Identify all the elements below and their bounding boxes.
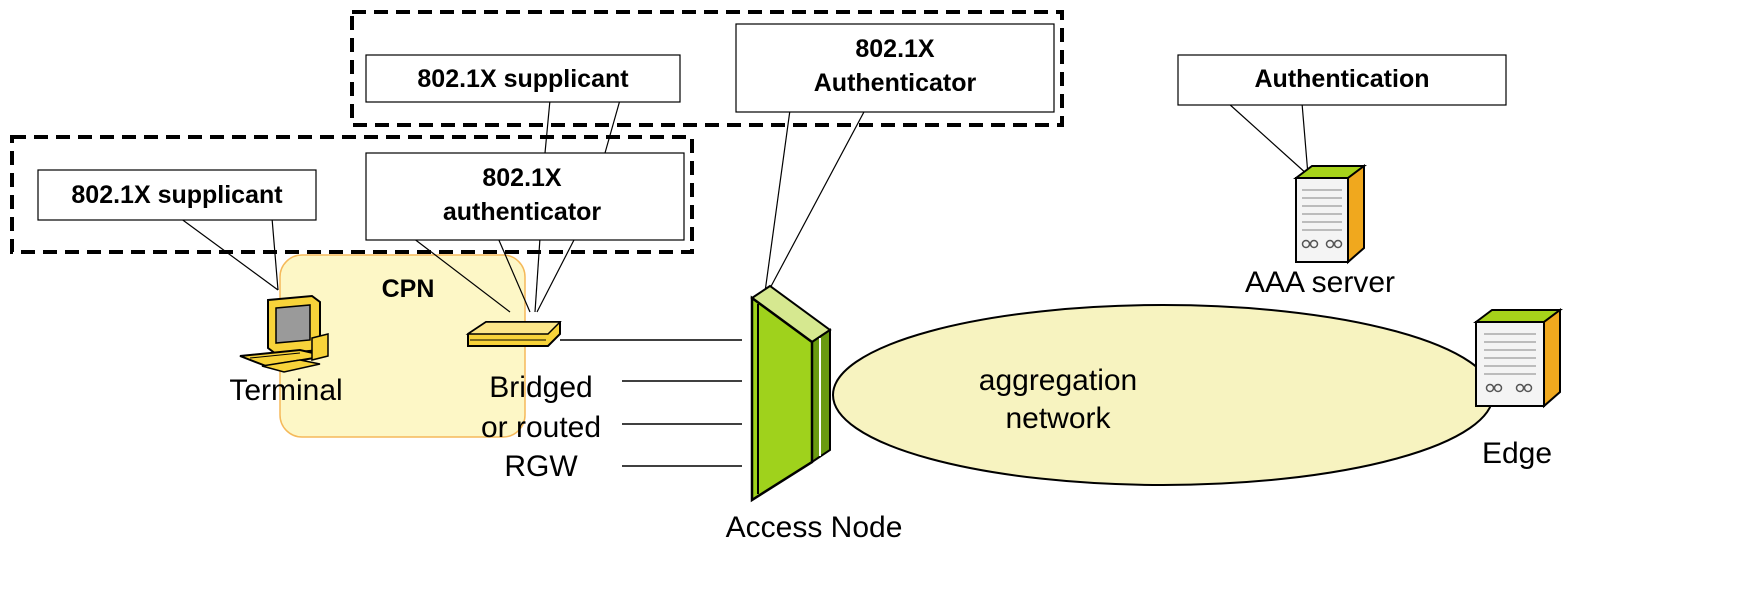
aggregation-network-ellipse <box>832 304 1494 486</box>
callout-text-authenticator-an-2: Authenticator <box>814 69 977 97</box>
aaa-server-label: AAA server <box>1245 266 1395 299</box>
rgw-label-line2: or routed <box>481 411 601 444</box>
dashed-group-left <box>10 135 694 254</box>
callout-text-authenticator-cpn-2: authenticator <box>443 198 602 226</box>
callout-box-supplicant-left <box>37 169 317 221</box>
callout-box-authentication <box>1177 54 1507 106</box>
aaa-server-icon <box>1293 164 1367 265</box>
cpn-label: CPN <box>382 275 435 303</box>
callout-text-supplicant-left: 802.1X supplicant <box>71 181 283 209</box>
rgw-label-line1: Bridged <box>489 371 592 404</box>
router-icon <box>465 321 562 347</box>
callout-box-authenticator-cpn <box>365 152 685 241</box>
aggregation-label-line2: network <box>1005 402 1111 435</box>
edge-label: Edge <box>1482 437 1552 470</box>
callout-box-supplicant-top <box>365 54 681 103</box>
callout-box-authenticator-an <box>735 23 1055 113</box>
dashed-group-top <box>350 10 1064 127</box>
callout-pointers <box>179 99 1309 313</box>
terminal-icon <box>239 294 329 373</box>
callout-text-authentication: Authentication <box>1255 65 1430 93</box>
callout-text-authenticator-an-1: 802.1X <box>855 35 935 63</box>
edge-server-icon <box>1473 308 1563 409</box>
rgw-links <box>560 339 742 467</box>
aggregation-label-line1: aggregation <box>979 364 1137 397</box>
access-node-icon <box>750 284 832 503</box>
terminal-label: Terminal <box>229 374 342 407</box>
callout-text-supplicant-top: 802.1X supplicant <box>417 65 629 93</box>
callout-text-authenticator-cpn-1: 802.1X <box>482 164 562 192</box>
rgw-label-line3: RGW <box>504 450 578 483</box>
access-node-label: Access Node <box>726 511 903 544</box>
